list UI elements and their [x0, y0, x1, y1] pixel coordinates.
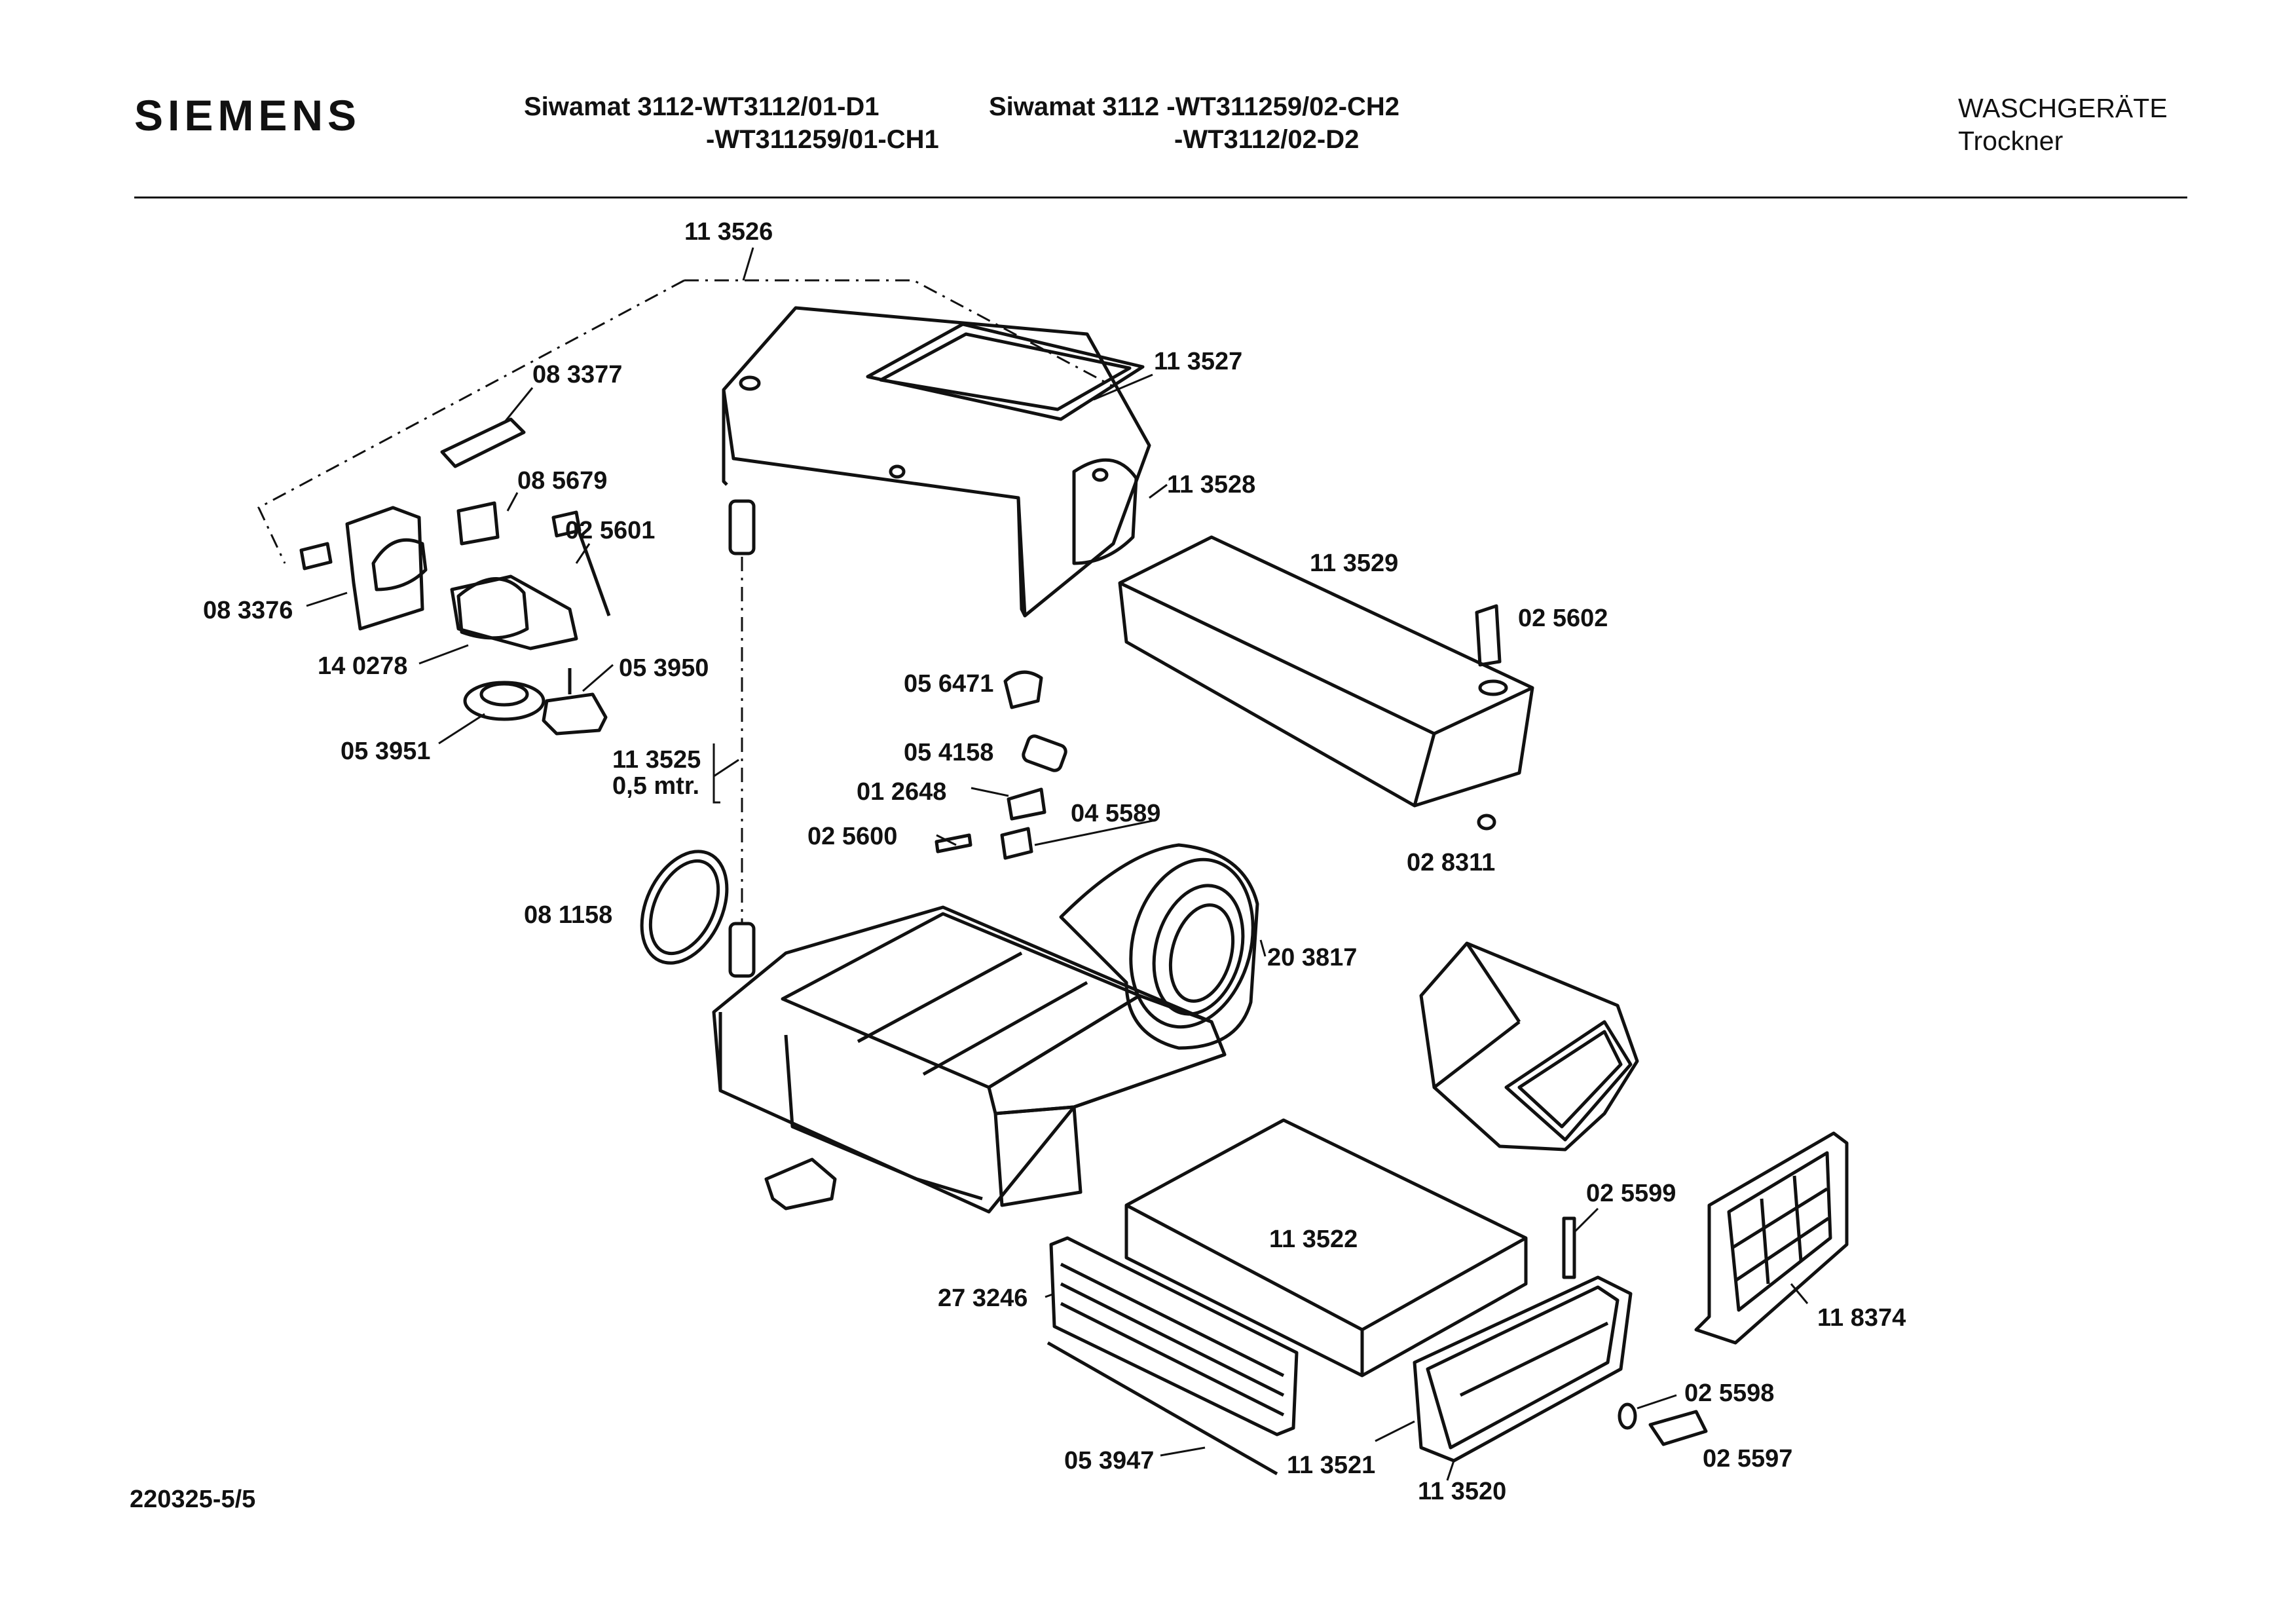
part-label: 11 3528 — [1167, 471, 1256, 498]
leader-045589 — [1034, 819, 1157, 846]
model-line-1a: Siwamat 3112-WT3112/01-D1 — [524, 92, 880, 121]
part-label: 04 5589 — [1071, 800, 1161, 827]
part-label: 27 3246 — [938, 1285, 1028, 1312]
part-label: 11 3526 — [684, 218, 773, 246]
part-label: 02 5600 — [807, 823, 898, 850]
fan-housing — [1059, 843, 1259, 1050]
leader-025601 — [575, 543, 591, 564]
document-id: 220325-5/5 — [130, 1486, 256, 1513]
part-label: 02 5602 — [1518, 605, 1608, 632]
condenser-box — [1118, 535, 1534, 808]
header-rule — [134, 197, 2187, 198]
gasket-ring — [640, 850, 729, 965]
part-label: 11 3521 — [1287, 1452, 1376, 1479]
switch-assembly — [299, 417, 611, 736]
part-label: 08 5679 — [517, 467, 608, 495]
leader-012648 — [971, 787, 1009, 797]
leader-203817 — [1259, 939, 1267, 957]
model-line-1b: -WT311259/01-CH1 — [706, 125, 939, 154]
leader-053950 — [582, 664, 614, 692]
leader-083376 — [306, 591, 348, 607]
upper-duct — [722, 306, 1151, 618]
part-label: 05 3947 — [1064, 1447, 1155, 1474]
part-label: 11 3529 — [1310, 550, 1399, 577]
leader-025600 — [936, 834, 957, 846]
part-label: 05 3950 — [619, 654, 709, 682]
part-label: 14 0278 — [318, 652, 408, 680]
knob — [1618, 1402, 1708, 1446]
leader-113521 — [1375, 1420, 1415, 1442]
leader-113520 — [1446, 1460, 1455, 1481]
part-label: 02 5598 — [1684, 1379, 1775, 1407]
part-label: 11 3520 — [1418, 1478, 1507, 1505]
part-label: 01 2648 — [857, 778, 947, 806]
leader-113525 — [713, 759, 739, 778]
model-line-2a: Siwamat 3112 -WT311259/02-CH2 — [989, 92, 1400, 121]
leader-083377 — [503, 387, 534, 423]
grille — [1049, 1236, 1299, 1436]
part-label: 08 1158 — [524, 901, 613, 929]
leader-113526 — [742, 247, 754, 281]
group-bracket-left — [257, 279, 685, 564]
part-label: 02 5601 — [565, 517, 656, 544]
category-label: WASCHGERÄTE Trockner — [1958, 92, 2168, 157]
part-label: 05 6471 — [904, 670, 994, 698]
part-label: 05 4158 — [904, 739, 994, 766]
leader-085679 — [506, 492, 519, 512]
filter-frame — [1413, 1275, 1633, 1463]
part-label: 08 3377 — [532, 361, 623, 388]
part-label: 02 8311 — [1407, 849, 1496, 876]
leader-140278 — [418, 644, 469, 665]
part-label: 11 3527 — [1154, 348, 1243, 375]
part-label: 0,5 mtr. — [612, 772, 700, 800]
part-label: 11 3522 — [1269, 1226, 1358, 1253]
part-label: 20 3817 — [1267, 944, 1358, 971]
part-label: 02 5597 — [1703, 1445, 1793, 1473]
clip-025602 — [1475, 604, 1502, 667]
part-label: 05 3951 — [341, 738, 431, 765]
lower-assembly — [712, 905, 1227, 1214]
brand-logo: SIEMENS — [134, 91, 361, 140]
leader-113527 — [1093, 373, 1153, 401]
category-subtitle: Trockner — [1958, 126, 2064, 156]
lint-filter — [1694, 1131, 1849, 1345]
part-label: 02 5599 — [1586, 1180, 1676, 1207]
category-title: WASCHGERÄTE — [1958, 93, 2168, 123]
hood — [1419, 941, 1639, 1152]
bracket-113525 — [713, 743, 720, 804]
screw-028311 — [1477, 814, 1496, 831]
seal-strip — [1046, 1341, 1278, 1476]
leader-118374 — [1790, 1283, 1809, 1304]
leader-053947 — [1160, 1446, 1206, 1457]
small-parts — [935, 670, 1067, 860]
part-label: 11 8374 — [1817, 1304, 1906, 1332]
leader-113528 — [1149, 483, 1168, 499]
model-line-2b: -WT3112/02-D2 — [1174, 125, 1360, 154]
tray — [1124, 1118, 1528, 1378]
leader-053951 — [438, 713, 485, 745]
leader-025598 — [1637, 1394, 1677, 1410]
hose — [728, 499, 756, 978]
strip-025599 — [1562, 1216, 1576, 1279]
leader-273246 — [1045, 1292, 1055, 1298]
part-label: 08 3376 — [203, 597, 293, 624]
part-label: 11 3525 — [612, 746, 701, 774]
